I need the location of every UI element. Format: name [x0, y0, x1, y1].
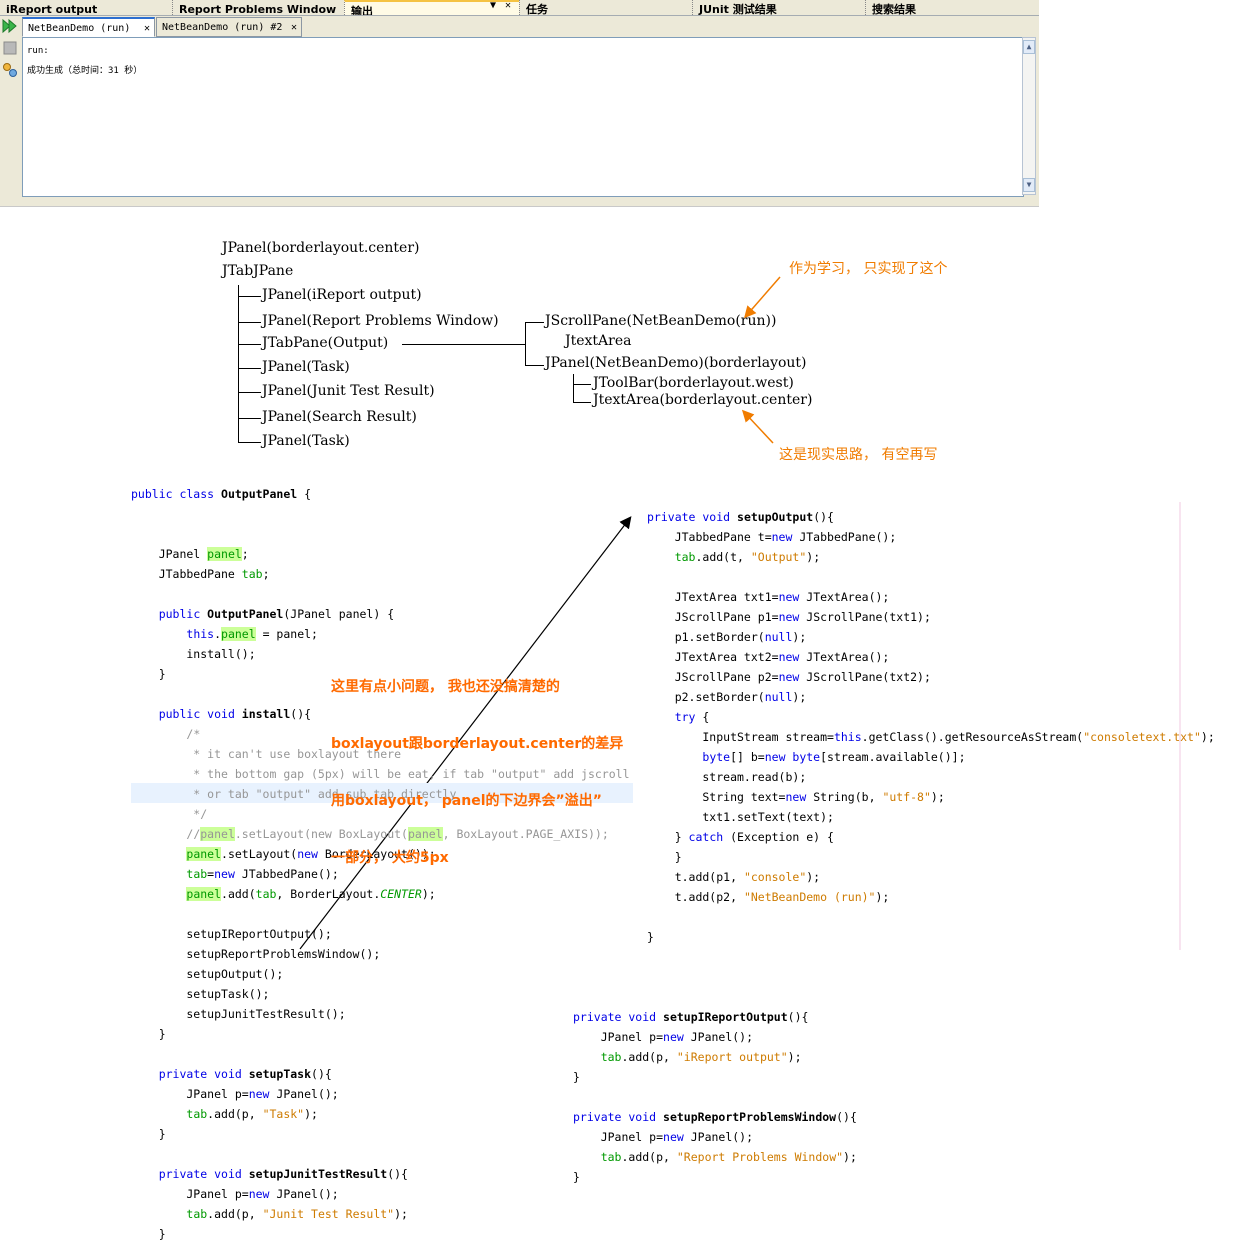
output-sub-tabs: NetBeanDemo (run) ✕ NetBeanDemo (run) #2… — [22, 17, 1037, 37]
tree-branch-line — [573, 402, 591, 403]
tab-report-problems[interactable]: Report Problems Window — [172, 0, 344, 15]
annotation-bottom: 这是现实思路， 有空再写 — [779, 447, 938, 463]
subtab-label: NetBeanDemo (run) #2 — [162, 22, 283, 33]
tab-search-results[interactable]: 搜索结果 — [865, 0, 1039, 15]
annotation-line: 用boxlayout， panel的下边界会”溢出” — [331, 793, 602, 809]
tree-root-tabpane: JTabJPane — [222, 263, 294, 279]
tree-node: JTabPane(Output) — [262, 335, 389, 351]
arrow-bottom — [741, 409, 774, 444]
tab-ireport-output[interactable]: iReport output — [6, 3, 98, 15]
tree-branch-line — [573, 384, 591, 385]
stop-icon[interactable] — [2, 40, 18, 56]
tree-node-toolbar: JToolBar(borderlayout.west) — [593, 375, 794, 391]
annotation-line: 这里有点小问题， 我也还没搞清楚的 — [331, 679, 560, 695]
current-line-highlight — [131, 783, 633, 803]
tree-node: JPanel(Task) — [262, 433, 350, 449]
tab-tasks[interactable]: 任务 — [519, 0, 692, 15]
arrow-top — [744, 276, 781, 319]
code-output-panel-class: public class OutputPanel { JPanel panel;… — [131, 487, 630, 1241]
close-icon[interactable]: ✕ — [290, 22, 297, 33]
tree-node: JPanel(iReport output) — [262, 287, 422, 303]
tree-node: JPanel(Junit Test Result) — [262, 383, 435, 399]
tree-node-panel: JPanel(NetBeanDemo)(borderlayout) — [545, 355, 807, 371]
tree-branch-line — [238, 442, 261, 443]
tree-branch-line — [525, 365, 544, 366]
tree-node: JPanel(Search Result) — [262, 409, 417, 425]
annotation-line: 一部分， 大约5px — [331, 850, 449, 866]
tab-menu-icon[interactable]: ▼ — [490, 0, 497, 11]
scroll-up-icon[interactable]: ▲ — [1023, 40, 1035, 54]
tab-close-icon[interactable]: ✕ — [505, 0, 512, 11]
netbeans-output-window: iReport output Report Problems Window 输出… — [0, 0, 1039, 207]
annotation-center: 这里有点小问题， 我也还没搞清楚的 boxlayout跟borderlayout… — [331, 640, 623, 887]
tree-branch-line — [238, 418, 261, 419]
window-bottom-border — [0, 198, 1039, 207]
arrow-setup-output — [299, 516, 632, 950]
subtab-netbeandemo-run-2[interactable]: NetBeanDemo (run) #2 ✕ — [156, 17, 302, 37]
tree-branch-line — [573, 374, 574, 403]
annotation-top: 作为学习， 只实现了这个 — [789, 261, 948, 277]
annotation-arrows — [299, 276, 1181, 950]
tree-node: JPanel(Task) — [262, 359, 350, 375]
tree-connector-line — [402, 344, 525, 345]
tree-branch-line — [238, 392, 261, 393]
subtab-netbeandemo-run[interactable]: NetBeanDemo (run) ✕ — [22, 17, 155, 37]
close-icon[interactable]: ✕ — [143, 23, 150, 34]
tree-branch-line — [238, 344, 261, 345]
tree-node-textarea: JtextArea — [565, 333, 632, 349]
code-setup-output: private void setupOutput(){ JTabbedPane … — [647, 510, 1215, 944]
tree-branch-line — [238, 368, 261, 369]
tree-root-panel: JPanel(borderlayout.center) — [222, 240, 420, 256]
tree-branch-line — [238, 322, 261, 323]
code-setup-ireport: private void setupIReportOutput(){ JPane… — [573, 1010, 857, 1184]
tab-output-label: 输出 — [351, 5, 373, 15]
settings-icon[interactable] — [2, 62, 18, 78]
vertical-scrollbar[interactable]: ▲ ▼ — [1022, 37, 1036, 195]
scroll-down-icon[interactable]: ▼ — [1023, 178, 1035, 192]
tree-connector-line — [525, 322, 526, 366]
tree-node: JPanel(Report Problems Window) — [262, 313, 499, 329]
tree-branch-line — [525, 322, 544, 323]
tree-node-scrollpane: JScrollPane(NetBeanDemo(run)) — [545, 313, 777, 329]
tab-junit-results[interactable]: JUnit 测试结果 — [692, 0, 865, 15]
tree-node-textarea-center: JtextArea(borderlayout.center) — [593, 392, 813, 408]
output-toolbar — [0, 17, 20, 197]
console-text-area[interactable]: run: 成功生成（总时间：31 秒） — [22, 37, 1024, 197]
subtab-label: NetBeanDemo (run) — [28, 23, 131, 34]
rerun-icon[interactable] — [2, 18, 18, 34]
console-line: run: — [27, 46, 49, 56]
annotation-line: boxlayout跟borderlayout.center的差异 — [331, 736, 624, 752]
tab-output[interactable]: 输出 — [344, 0, 519, 15]
main-tab-bar: iReport output Report Problems Window 输出… — [0, 0, 1039, 16]
tree-trunk-line — [238, 285, 239, 442]
tree-branch-line — [238, 296, 261, 297]
console-line: 成功生成（总时间：31 秒） — [27, 66, 143, 76]
